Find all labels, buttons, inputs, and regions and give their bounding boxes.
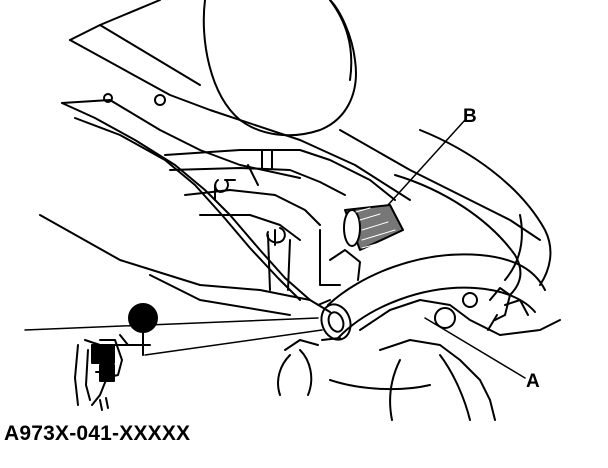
gauge-tool bbox=[74, 303, 158, 411]
leader-line-gauge bbox=[144, 329, 323, 356]
leader-line-lower bbox=[24, 317, 319, 331]
suspension-assembly bbox=[329, 287, 561, 421]
leader-line-b bbox=[387, 119, 466, 206]
upper-body-panel bbox=[61, 0, 411, 313]
part-number-label: A973X-041-XXXXX bbox=[4, 422, 191, 445]
hose-b bbox=[394, 129, 552, 296]
frame-rail bbox=[164, 149, 396, 291]
upper-housing bbox=[202, 0, 541, 241]
cylinder-b bbox=[343, 204, 404, 251]
hose-a bbox=[317, 253, 546, 341]
callout-label-a: A bbox=[526, 371, 540, 392]
callout-label-b: B bbox=[463, 106, 477, 127]
lower-body-panel bbox=[39, 214, 319, 396]
